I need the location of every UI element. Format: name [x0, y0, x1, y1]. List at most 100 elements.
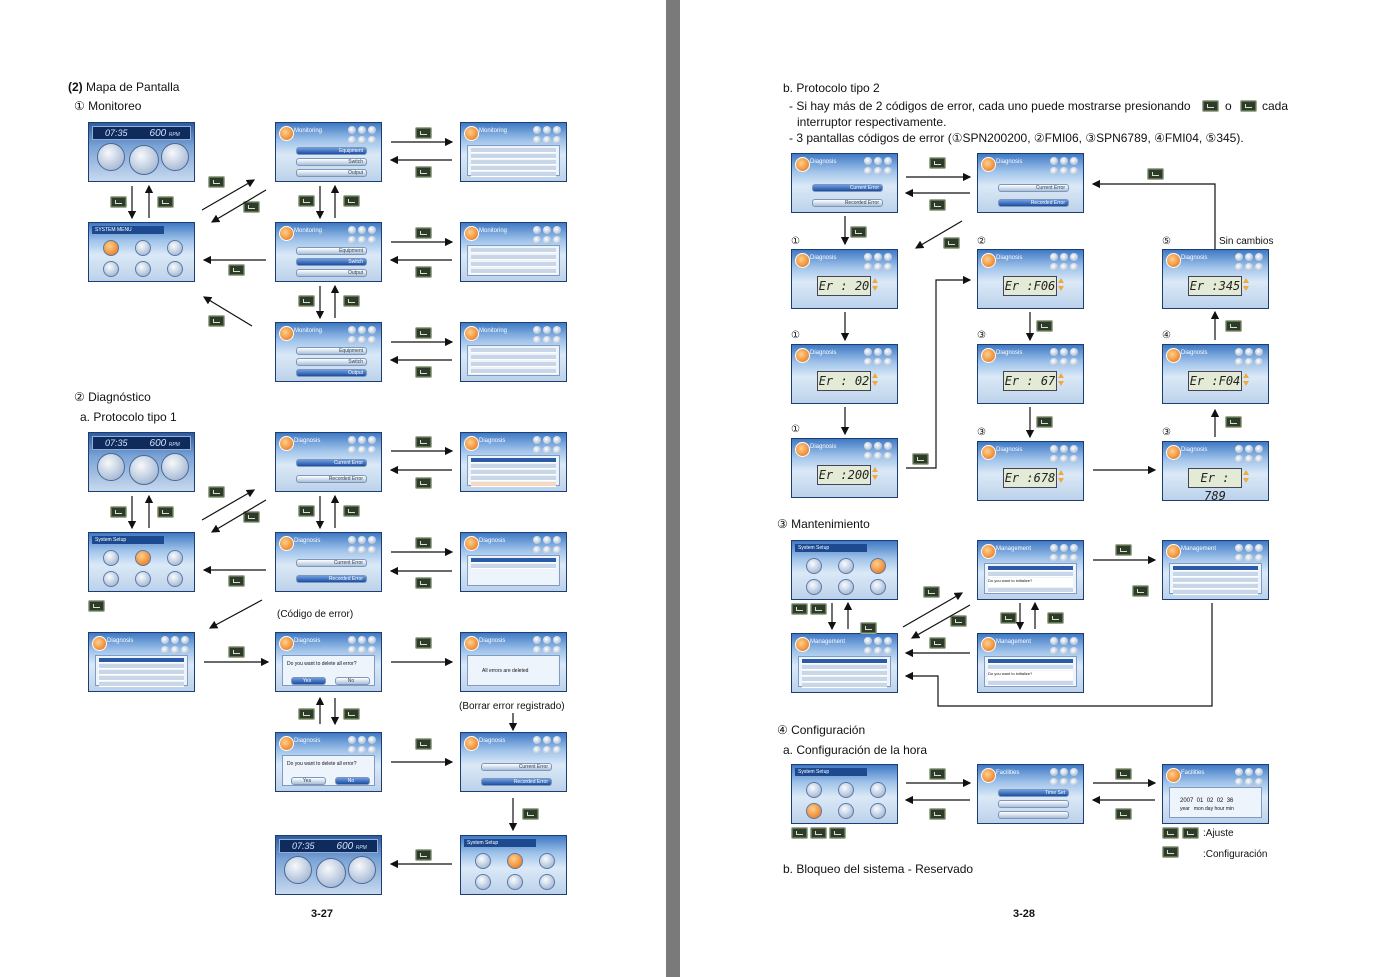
esc-key-icon [228, 575, 245, 587]
enter-key-icon [208, 486, 225, 498]
page-number-left: 3-27 [311, 908, 334, 920]
up-key-icon [810, 827, 827, 839]
enter-key-icon [415, 637, 432, 649]
down-key-icon [298, 295, 315, 307]
diagnosis-recorded-error-r: Diagnosis Current Error Recorded Error [977, 153, 1084, 213]
key-icon [1202, 100, 1219, 112]
down-key-icon [1036, 416, 1053, 428]
esc-key-icon [415, 266, 432, 278]
page-number-right: 3-28 [1013, 908, 1036, 920]
system-lock-heading: b. Bloqueo del sistema - Reservado [783, 862, 974, 876]
enter-key-icon [415, 327, 432, 339]
monitoring-heading: ① Monitoreo [74, 99, 142, 113]
time-config-heading: a. Configuración de la hora [783, 743, 928, 757]
system-setup-screen: System Setup [88, 532, 195, 592]
diagnosis-current-list: Diagnosis [460, 432, 567, 492]
enter-key-icon [415, 537, 432, 549]
down-key-icon [1036, 320, 1053, 332]
up-key-icon [1225, 416, 1242, 428]
diagnosis-recorded-list-2: Diagnosis [460, 532, 567, 592]
esc-key-icon [157, 506, 174, 518]
down-key-icon [791, 827, 808, 839]
circled-2: ② [977, 236, 986, 247]
esc-key-icon [929, 808, 946, 820]
esc-key-icon [943, 237, 960, 249]
circled-1: ① [791, 424, 800, 435]
enter-key-icon [415, 738, 432, 750]
diagnosis-recorded-list: Diagnosis [88, 632, 195, 692]
enter-key-icon [929, 768, 946, 780]
enter-key-icon [110, 506, 127, 518]
legend-ajuste: :Ajuste [1203, 828, 1234, 839]
enter-key-icon [829, 827, 846, 839]
circled-3: ③ [1162, 427, 1171, 438]
up-key-icon [810, 603, 827, 615]
up-key-icon [343, 708, 360, 720]
circled-1: ① [791, 330, 800, 341]
esc-key-icon [243, 511, 260, 523]
protocol1-heading: a. Protocolo tipo 1 [80, 410, 177, 424]
legend-config: :Configuración [1203, 849, 1268, 860]
enter-key-icon [850, 226, 867, 238]
enter-key-icon [110, 196, 127, 208]
maintenance-heading: ③ Mantenimiento [777, 517, 870, 531]
enter-key-icon [923, 586, 940, 598]
esc-key-icon [243, 201, 260, 213]
enter-key-icon [208, 176, 225, 188]
enter-key-icon [415, 436, 432, 448]
up-key-icon [343, 195, 360, 207]
enter-key-icon [1115, 544, 1132, 556]
monitoring-screen-switch: Monitoring Equipment Switch Output [275, 222, 382, 282]
bullet-2: - 3 pantallas códigos de error (①SPN2002… [789, 131, 1244, 145]
diagnosis-current-error-r: Diagnosis Current Error Recorded Error [791, 153, 898, 213]
up-key-icon [1225, 320, 1242, 332]
management-reset-list: Management [1162, 540, 1269, 600]
down-key-icon [929, 157, 946, 169]
down-key-icon [912, 453, 929, 465]
down-key-icon [298, 708, 315, 720]
esc-key-icon [157, 196, 174, 208]
diagnosis-current-error: Diagnosis Current Error Recorded Error [275, 432, 382, 492]
bullet-1-or: o [1225, 99, 1232, 113]
diagnostic-heading: ② Diagnóstico [74, 390, 151, 404]
up-key-icon [343, 505, 360, 517]
bullet-1: - Si hay más de 2 códigos de error, cada… [789, 99, 1191, 113]
error-code-label: (Código de error) [277, 609, 354, 620]
esc-key-icon [415, 166, 432, 178]
section-heading: (2) Mapa de Pantalla [68, 80, 180, 94]
management-list: Management [791, 633, 898, 693]
delete-confirm-no: Diagnosis Do you want to delete all erro… [275, 732, 382, 792]
enter-key-icon [228, 646, 245, 658]
esc-key-icon [415, 477, 432, 489]
facilities-screen: Facilities Time Set [977, 764, 1084, 824]
delete-confirm-yes: Diagnosis Do you want to delete all erro… [275, 632, 382, 692]
esc-key-icon [415, 366, 432, 378]
diagnosis-recorded-error: Diagnosis Current Error Recorded Error [275, 532, 382, 592]
enter-key-icon [860, 622, 877, 634]
system-setup-config: System Setup [791, 764, 898, 824]
circled-3: ③ [977, 330, 986, 341]
monitoring-screen-equipment: Monitoring Equipment Switch Output [275, 122, 382, 182]
down-key-icon [1000, 612, 1017, 624]
protocol2-heading: b. Protocolo tipo 2 [783, 81, 880, 95]
key-icon [1240, 100, 1257, 112]
down-key-icon [298, 505, 315, 517]
up-key-icon [929, 199, 946, 211]
bullet-1-end: cada [1262, 99, 1289, 113]
monitoring-output-detail: Monitoring [460, 322, 567, 382]
circled-1: ① [791, 236, 800, 247]
monitoring-equipment-detail: Monitoring [460, 122, 567, 182]
esc-key-icon [1115, 808, 1132, 820]
circled-3: ③ [977, 427, 986, 438]
